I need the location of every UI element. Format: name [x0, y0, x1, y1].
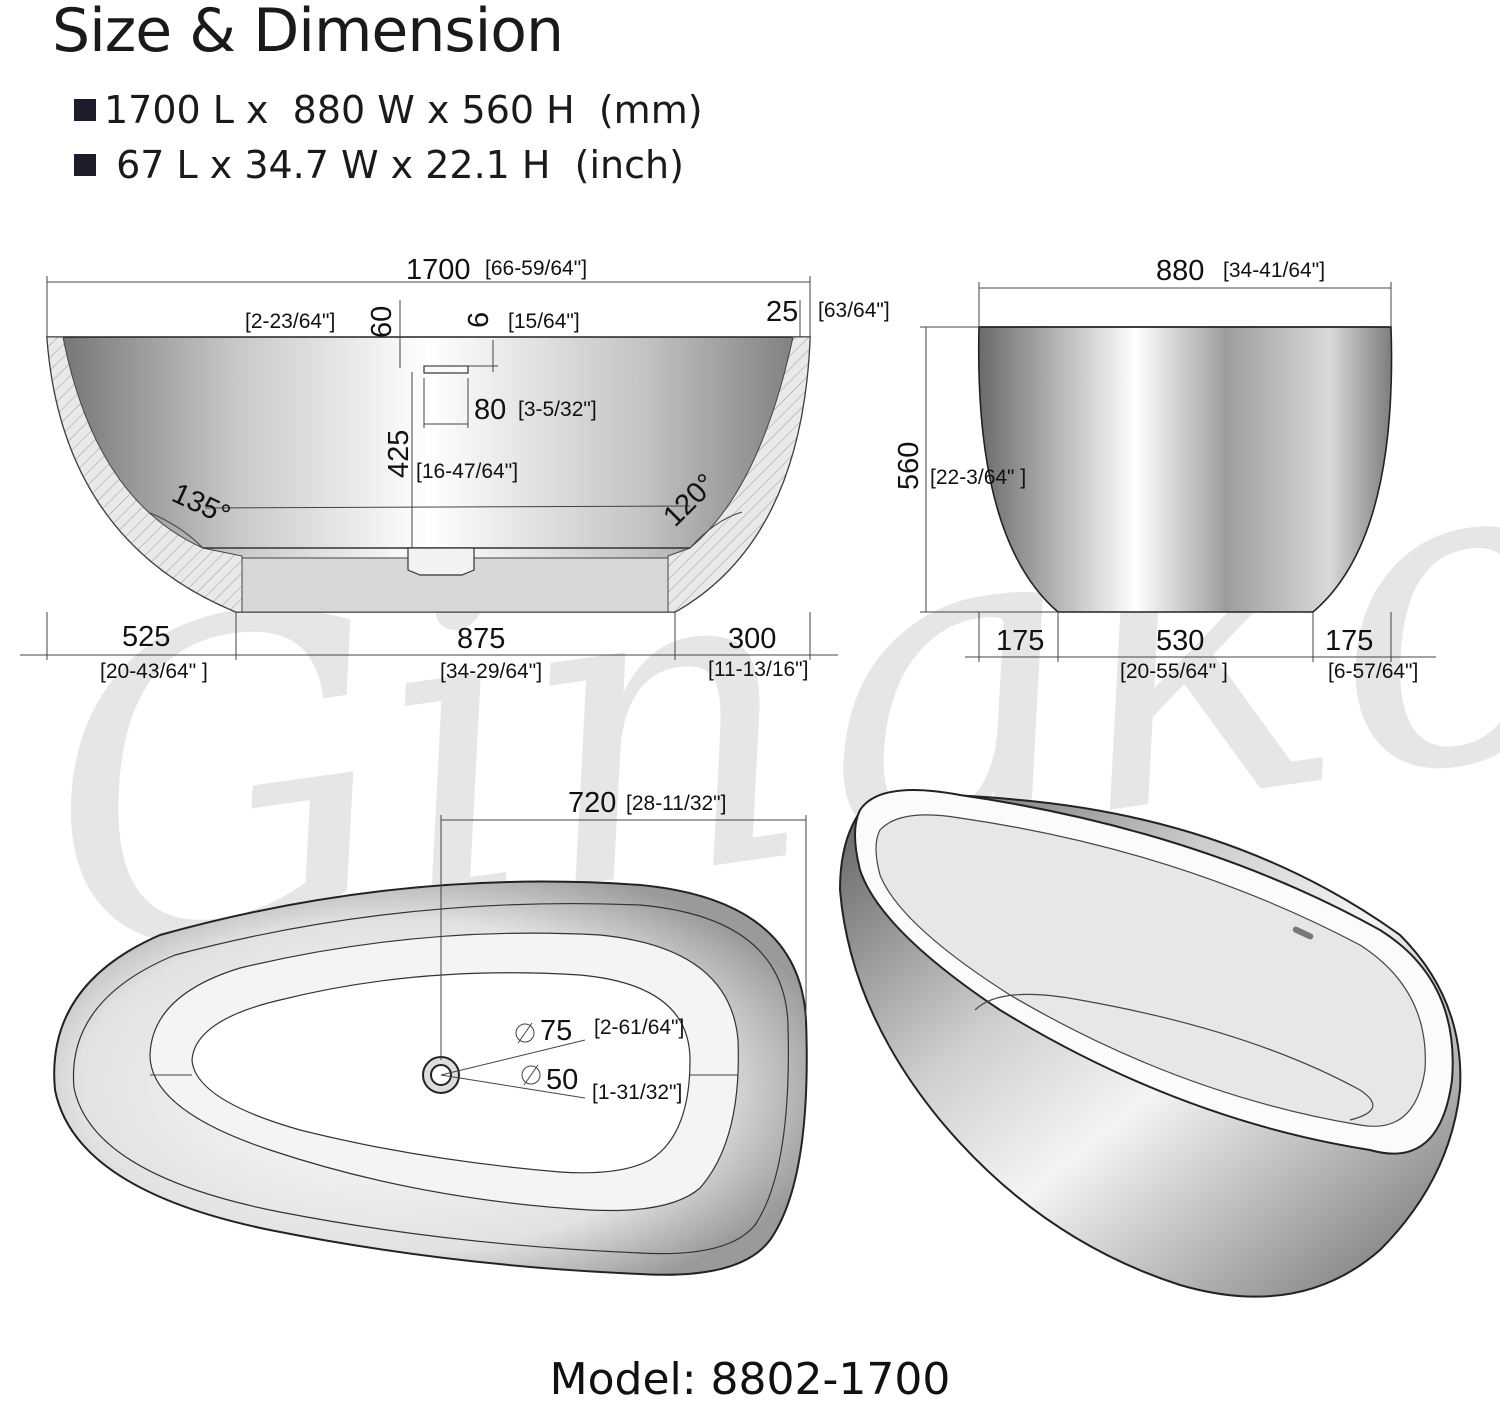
front-length-inch-label: [66-59/64"] — [485, 257, 587, 280]
inner-depth-label: 425 — [383, 430, 415, 478]
side-width-inch-label: [34-41/64"] — [1223, 259, 1325, 282]
front-wall-section-right — [667, 336, 811, 613]
model-number: Model: 8802-1700 — [549, 1354, 951, 1405]
side-height-label: 560 — [893, 442, 925, 490]
front-base-inch-label: [34-29/64"] — [440, 660, 542, 683]
side-view: 880 [34-41/64"] 560 [22-3/64" ] 175 530 … — [893, 255, 1436, 683]
drain-outer-label: 75 — [540, 1015, 572, 1047]
iso-overflow-slot — [1292, 926, 1314, 940]
isometric-view — [838, 789, 1462, 1298]
bullet-square-icon — [74, 99, 96, 121]
front-left-span-label: 525 — [122, 621, 170, 653]
inner-depth-inch-label: [16-47/64"] — [416, 460, 518, 483]
side-width-label: 880 — [1156, 255, 1204, 287]
drain-outer-inch-label: [2-61/64"] — [594, 1016, 684, 1039]
iso-inner-floor — [974, 993, 1374, 1121]
overflow-slot — [423, 365, 469, 374]
side-left-span-label: 175 — [996, 625, 1044, 657]
side-right-span-label: 175 — [1325, 625, 1373, 657]
spec-line-inch: 67 L x 34.7 W x 22.1 H (inch) — [74, 143, 684, 187]
drain-inner-label: 50 — [546, 1064, 578, 1096]
overflow-height-inch-label: [15/64"] — [508, 310, 580, 333]
side-tub-body — [977, 326, 1393, 613]
spec-inch-text: 67 L x 34.7 W x 22.1 H (inch) — [104, 143, 684, 187]
front-length-label: 1700 — [406, 254, 471, 286]
side-base-inch-label: [20-55/64" ] — [1120, 660, 1228, 683]
front-view: 1700 [66-59/64"] [2-23/64"] 60 6 [15/64"… — [20, 254, 890, 683]
rim-label: 25 — [766, 296, 798, 328]
front-wall-section-left — [46, 336, 243, 613]
drain-offset-label: 720 — [568, 787, 616, 819]
spec-line-mm: 1700 L x 880 W x 560 H (mm) — [74, 88, 703, 132]
front-right-span-label: 300 — [728, 623, 776, 655]
drain-section — [407, 547, 475, 576]
drain-offset-inch-label: [28-11/32"] — [626, 792, 726, 815]
iso-inner-basin — [875, 814, 1426, 1127]
side-base-label: 530 — [1156, 625, 1204, 657]
drain-inner-inch-label: [1-31/32"] — [592, 1081, 682, 1104]
top-inner-rim — [72, 902, 789, 1255]
top-view: 720 [28-11/32"] 75 [2-61/64"] 50 [1-31/3… — [53, 787, 808, 1276]
overflow-width-inch-label: [3-5/32"] — [518, 398, 597, 421]
bullet-square-icon — [74, 154, 96, 176]
overflow-width-label: 80 — [474, 394, 506, 426]
side-height-inch-label: [22-3/64" ] — [930, 466, 1026, 489]
front-right-span-inch-label: [11-13/16"] — [708, 658, 808, 681]
overflow-offset-label: 60 — [366, 306, 398, 338]
spec-mm-text: 1700 L x 880 W x 560 H (mm) — [104, 88, 703, 132]
overflow-height-label: 6 — [463, 312, 495, 328]
front-base-label: 875 — [457, 623, 505, 655]
rim-inch-label: [63/64"] — [818, 299, 890, 322]
side-right-span-inch-label: [6-57/64"] — [1328, 660, 1418, 683]
page-title: Size & Dimension — [52, 0, 564, 66]
overflow-offset-inch-label: [2-23/64"] — [245, 310, 335, 333]
front-left-span-inch-label: [20-43/64" ] — [100, 660, 208, 683]
